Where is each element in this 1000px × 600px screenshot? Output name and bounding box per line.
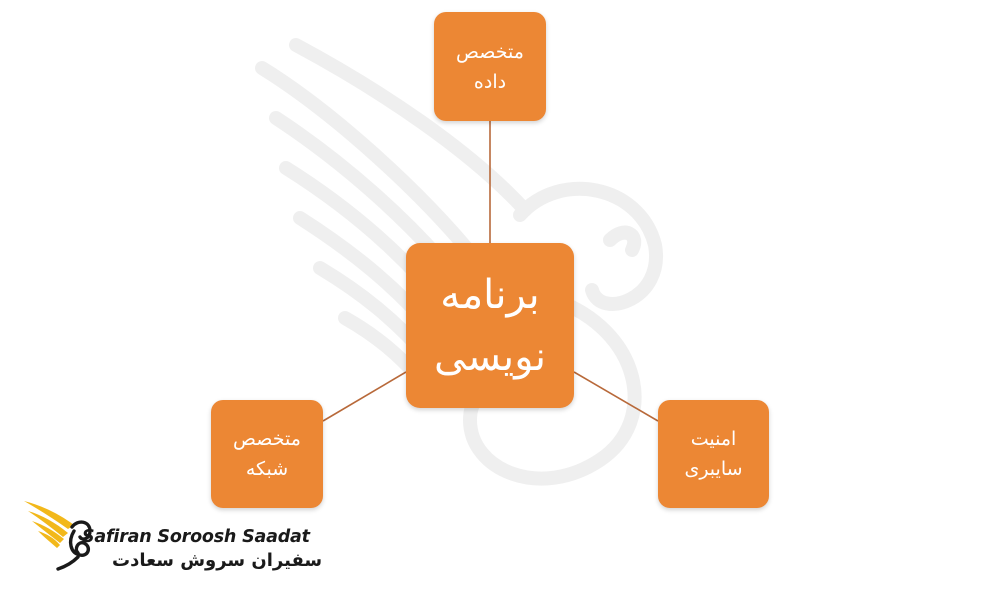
logo-name-english: Safiran Soroosh Saadat <box>82 527 310 547</box>
node-right-line2: سایبری <box>684 458 743 480</box>
node-programming: برنامه نویسی <box>406 243 574 408</box>
node-network-specialist: متخصص شبکه <box>211 400 323 508</box>
node-right-line1: امنیت <box>690 428 737 450</box>
node-top-line1: متخصص <box>456 40 524 63</box>
node-center-line2: نویسی <box>434 333 546 380</box>
node-left-line1: متخصص <box>233 428 301 450</box>
logo-name-persian: سفیران سروش سعادت <box>112 550 323 571</box>
node-center-line1: برنامه <box>440 271 540 318</box>
node-cyber-security: امنیت سایبری <box>658 400 769 508</box>
node-top-line2: داده <box>473 70 507 93</box>
node-left-line2: شبکه <box>245 458 289 480</box>
company-logo: Safiran Soroosh Saadat سفیران سروش سعادت <box>22 497 322 579</box>
connector-left <box>322 371 407 422</box>
connector-right <box>573 371 659 422</box>
node-data-specialist: متخصص داده <box>434 12 546 121</box>
bird-logo-icon <box>24 501 92 571</box>
